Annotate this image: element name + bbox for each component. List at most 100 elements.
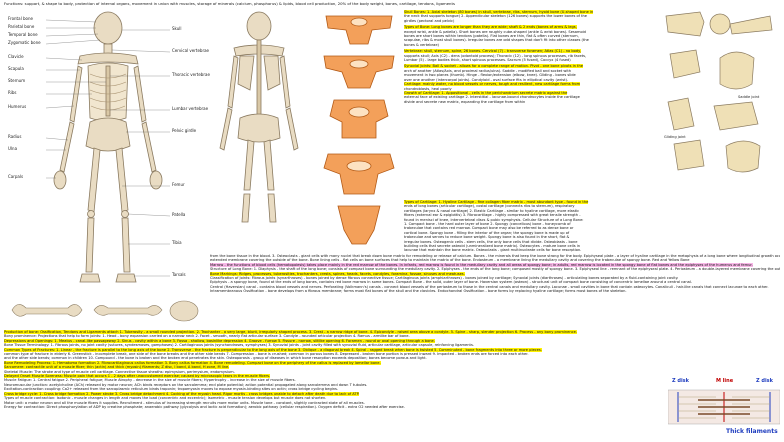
full-line: Central (Haversian) canal - contains blo… [210,284,769,289]
skeleton-label-thoracic: Thoracic vertebrae [172,72,210,77]
mid-line: found in menisci of knee, intervertebral… [404,217,584,222]
vertebrae-drawing [323,15,395,245]
bottom-line: Bone Tissue Terminology: 1. Fibrous join… [4,343,474,348]
right-line: supports skull; Axis (C2) - dens (odonto… [404,53,587,58]
skeleton-label-sternum: Sternum [8,78,26,83]
bottom-text-block: Production of bone: Ossification, Tendon… [4,330,664,409]
right-line: Cartilage: mainly water, no blood vessel… [404,82,581,87]
skeleton-label-frontal: Frontal bone [8,16,33,21]
full-line: Bone Markings: Ridges, processes, tubero… [210,271,465,276]
right-line: the neck that supports tongue) 2. Append… [404,14,587,19]
skeleton-label-femur: Femur [172,182,185,187]
right-line: Growth of Cartilage: 1. Appositional - c… [404,90,568,95]
right-line: over one another (intercarpal joints). C… [404,77,569,82]
bottom-line: Skeletal Muscle: The stroke and type of … [4,369,235,374]
bottom-line: Bone Remodeling Process: 1. Hematoma for… [4,360,381,365]
mid-line: building cells that secrete osteoid (unm… [404,244,580,249]
header-text: Functions: support, & shape to body, pro… [4,2,455,6]
bottom-line: Depressions and Openings: 1. Meatus - ca… [4,338,435,343]
skeleton-label-scapula: Scapula [8,66,24,71]
skeleton-label-ribs: Ribs [8,90,17,95]
mid-line: 1. Compact bone - the hard outer layer o… [404,222,571,227]
skeleton-label-tarsals: Tarsals [172,272,186,277]
skeleton-back-drawing [219,11,299,223]
mid-line: trabeculae that contains red marrow. Com… [404,226,574,231]
bottom-line: Types of muscle contraction: Isotonic - … [4,396,327,401]
bottom-line: Production of bone: Ossification, Tendon… [4,330,577,334]
sarcomere-z-disk-left: Z disk [672,378,689,384]
skeleton-back-figure [204,10,314,230]
skeleton-label-humerus: Humerus [8,104,27,109]
right-line: Vertebrae: skull, sternum, spine, 26 bon… [404,49,582,54]
right-line: Lumbar (5) - large bodies thick, short s… [404,58,571,63]
skeleton-label-radius: Radius [8,134,22,139]
right-column-text: Skull Bones: 1. Axial skeleton (80 bones… [404,10,662,104]
full-line: Classification of Joints: Fibrous joints… [210,276,679,281]
full-line: Intramembranous Ossification - bone deve… [210,289,627,294]
bottom-line: and the other side bends; common in chil… [4,356,427,361]
mid-line: trabeculae and serves to reduce bone wei… [404,235,570,240]
skeleton-label-pelvic: Pelvic girdle [172,128,197,133]
joint-label-saddle: Saddle joint [738,95,760,99]
joint-label-gliding: Gliding joint [664,135,686,139]
right-line: girdles (pectoral and pelvic) [404,18,455,23]
skeleton-label-patella: Patella [172,212,186,217]
bone-sketch-drawing [11,300,199,322]
right-line: external face of existing cartilage 2. I… [404,95,580,100]
vertebrae-figure [316,8,402,248]
sarcomere-diagram [667,382,781,438]
right-line: Synovial Joints: Ball & socket - allows … [404,64,583,69]
mid-line: lacunae that maintain the bone matrix. O… [404,248,582,253]
bottom-line: Muscle Fatigue: 1. Central fatigue 2. Pe… [4,378,296,383]
full-line: Epiphysis - a spongy bone, found at the … [210,280,692,285]
right-line: bones are short bones within tendons (pa… [404,34,579,39]
sarcomere-m-line: M line [716,378,734,384]
bottom-line: Bony prominence: Projections that help t… [4,334,410,339]
full-line: Structure of Long Bone: 1. Diaphysis - t… [210,267,780,272]
right-line: arch of another (Atlas/Axis, and proxima… [404,68,572,73]
right-line: scapulae, ribs & most skull bones). Irre… [404,38,589,43]
joints-drawing: Saddle joint Gliding joint [664,11,773,173]
right-line: bones & vertebrae) [404,42,439,47]
mid-line: cartilages (larynx & nasal cartilage) 2.… [404,208,580,213]
skeleton-label-tibia: Tibia [172,240,182,245]
skeleton-label-zygomatic: Zygomatic bone [8,40,41,45]
skeleton-label-parietal: Parietal bone [8,24,35,29]
sarcomere-z-disk-right: Z disk [756,378,773,384]
skeleton-front-figure [10,10,206,296]
bottom-line: Common Types of Fractures: 1. Linear - t… [4,347,542,352]
mid-line: ends of long bones (articular cartilage)… [404,204,575,209]
skeleton-label-lumbar: Lumbar vertebrae [172,106,209,111]
bottom-line: common type of fracture in elderly 6. Gr… [4,352,529,357]
skeleton-label-carpals: Carpals [8,174,24,179]
joints-figure: Saddle joint Gliding joint [660,6,780,176]
right-line: chondroblasts, heal poorly [404,86,452,91]
bottom-line: Excitation-contraction coupling: Ca2+ re… [4,387,339,392]
skeleton-label-skull: Skull [172,26,182,31]
full-line: from the bone tissue in the blood. 3. Os… [210,254,780,258]
sarcomere-drawing [667,389,781,425]
skeleton-front-drawing [45,11,171,283]
skeleton-label-ulna: Ulna [8,146,18,151]
skeleton-label-temporal: Temporal bone [8,32,38,37]
bottom-line: Delayed Onset Muscle Soreness: Muscle pa… [4,374,271,379]
bone-sketch-strip [8,296,208,326]
bottom-line: Cross bridge cycle: 1. Cross bridge form… [4,391,360,396]
full-line: extended membrane covering the outside o… [210,258,690,263]
bottom-line: Energy for contraction: Direct phosphory… [4,404,405,409]
right-line: Skull Bones: 1. Axial skeleton (80 bones… [404,10,594,14]
bottom-line: Neuromuscular junction: acetylcholine (A… [4,382,368,387]
bottom-line: Sarcomere: contractile unit of a muscle … [4,365,230,370]
right-line: movement in two planes (thumb). Hinge - … [404,73,576,78]
skeleton-label-clavicle: Clavicle [8,54,24,59]
mid-line: irregular bones. Osteogenic cells - stem… [404,239,578,244]
mid-text-block: Types of Cartilage: 1. Hyaline Cartilage… [404,200,780,253]
right-line: divide and secrete new matrix, expanding… [404,99,526,104]
bottom-line: Motor unit: a motor neuron and all the m… [4,400,365,405]
mid-line: Types of Cartilage: 1. Hyaline Cartilage… [404,200,589,204]
mid-line: cortical bone. Spongy bone - filling the… [404,230,570,235]
sarcomere-thick-filaments-label: Thick filaments [726,428,778,435]
right-line: Types of Bone: Long bones are longer tha… [404,25,577,30]
skeleton-label-cervical: Cervical vertebrae [172,48,210,53]
mid-line: fibers (external ear & epiglottis) 3. Fi… [404,213,581,218]
